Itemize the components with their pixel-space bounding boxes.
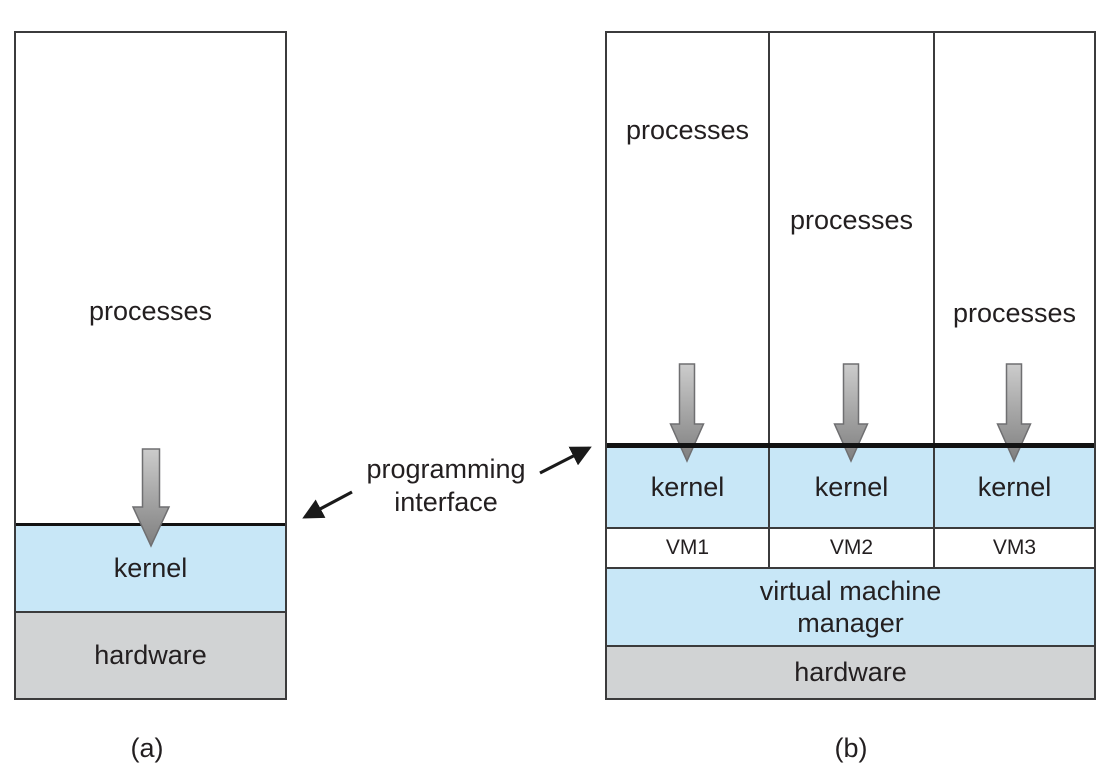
diagram-b-col2-kernel-label: kernel	[814, 472, 889, 502]
caption-a: (a)	[130, 733, 164, 763]
diagram-b-vm2-label: VM2	[829, 536, 874, 559]
diagram-b-vm1-label: VM1	[665, 536, 710, 559]
diagram-b-vmm-hardware-divider	[607, 645, 1094, 647]
diagram-b-vm-divider-2	[933, 529, 935, 567]
programming-interface-label-line2: interface	[394, 487, 498, 517]
diagram-b-vm-row: VM1 VM2 VM3	[607, 529, 1094, 567]
diagram-b-vm3-label: VM3	[992, 536, 1037, 559]
diagram-a-processes-label: processes	[88, 295, 213, 326]
diagram-b-vm-divider-1	[768, 529, 770, 567]
down-arrow-icon	[669, 363, 705, 463]
diagram-b-column-divider-1	[768, 33, 770, 567]
diagram-b-kernel-divider-1	[768, 448, 770, 527]
diagram-a-kernel-hardware-divider	[16, 611, 285, 613]
diagram-b-col1-processes-label: processes	[625, 114, 750, 145]
caption-b: (b)	[834, 733, 868, 763]
down-arrow-icon	[996, 363, 1032, 463]
diagram-b-kernel-divider-2	[933, 448, 935, 527]
diagram-b-hardware-label: hardware	[794, 657, 907, 687]
diagram-a-kernel-band: kernel	[16, 526, 285, 611]
diagram-a-hardware-band: hardware	[16, 613, 285, 698]
diagram-b-column-divider-2	[933, 33, 935, 567]
programming-interface-label: programming interface	[334, 453, 558, 519]
diagram-b-hardware-band: hardware	[607, 647, 1094, 698]
diagram-b-kernel-row: kernel kernel kernel	[607, 448, 1094, 527]
diagram-b-interface-line	[607, 443, 1094, 448]
diagram-b-col2-processes-label: processes	[789, 204, 914, 235]
diagram-b-vmm-label-line2: manager	[797, 608, 904, 638]
down-arrow-icon	[131, 448, 171, 548]
diagram-b-col3-processes-label: processes	[952, 297, 1077, 328]
diagram-b-kernel-vm-divider	[607, 527, 1094, 529]
programming-interface-label-line1: programming	[366, 454, 526, 484]
diagram-b-col3-kernel-label: kernel	[977, 472, 1052, 502]
diagram-b-vmm-label-line1: virtual machine	[759, 576, 942, 606]
diagram-a-hardware-label: hardware	[94, 640, 207, 670]
diagram-a-box: processes kernel hardware	[14, 31, 287, 700]
down-arrow-icon	[833, 363, 869, 463]
diagram-a-kernel-label: kernel	[113, 553, 188, 583]
diagram-b-col1-kernel-label: kernel	[650, 472, 725, 502]
diagram-b-vmm-band: virtual machine manager	[607, 569, 1094, 645]
diagram-b-vm-vmm-divider	[607, 567, 1094, 569]
